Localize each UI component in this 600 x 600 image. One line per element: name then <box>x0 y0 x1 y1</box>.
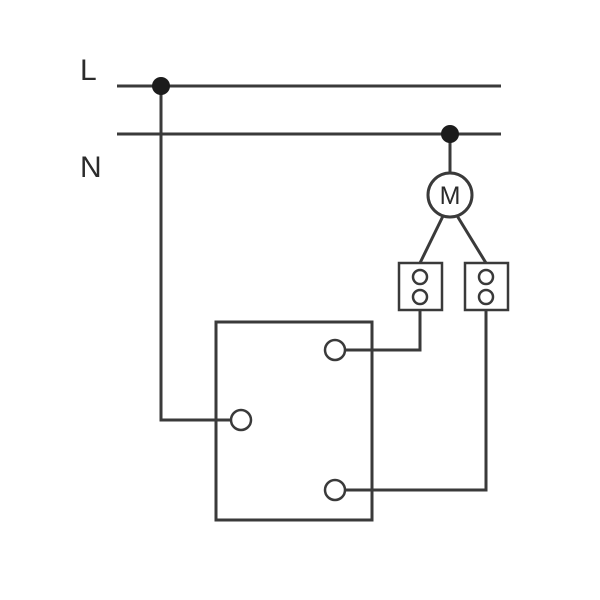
motor-label: M <box>440 182 461 210</box>
junction-dot-neutral <box>441 125 459 143</box>
motor-lead-right <box>454 213 488 264</box>
motor-lead-left <box>418 213 446 264</box>
wire-switch-bottom-to-right-block <box>345 310 488 492</box>
junction-dots <box>152 77 459 143</box>
terminal-block-left <box>397 261 444 312</box>
terminal-block-right <box>463 261 510 312</box>
switch-terminal-bottom <box>323 478 347 502</box>
motor-symbol <box>426 171 474 219</box>
wiring-group <box>117 84 510 522</box>
wire-switch-top-to-left-block <box>345 310 422 352</box>
terminal-screw-left-bottom <box>411 288 429 306</box>
terminal-screw-right-top <box>477 268 495 286</box>
junction-dot-live <box>152 77 170 95</box>
terminal-screw-left-top <box>411 268 429 286</box>
live-bus-label: L <box>80 54 97 87</box>
live-feed-wire <box>159 86 231 422</box>
switch-terminals <box>229 338 347 502</box>
neutral-bus-label: N <box>80 151 102 184</box>
switch-terminal-top <box>323 338 347 362</box>
switch-terminal-common <box>229 408 253 432</box>
terminal-screw-right-bottom <box>477 288 495 306</box>
